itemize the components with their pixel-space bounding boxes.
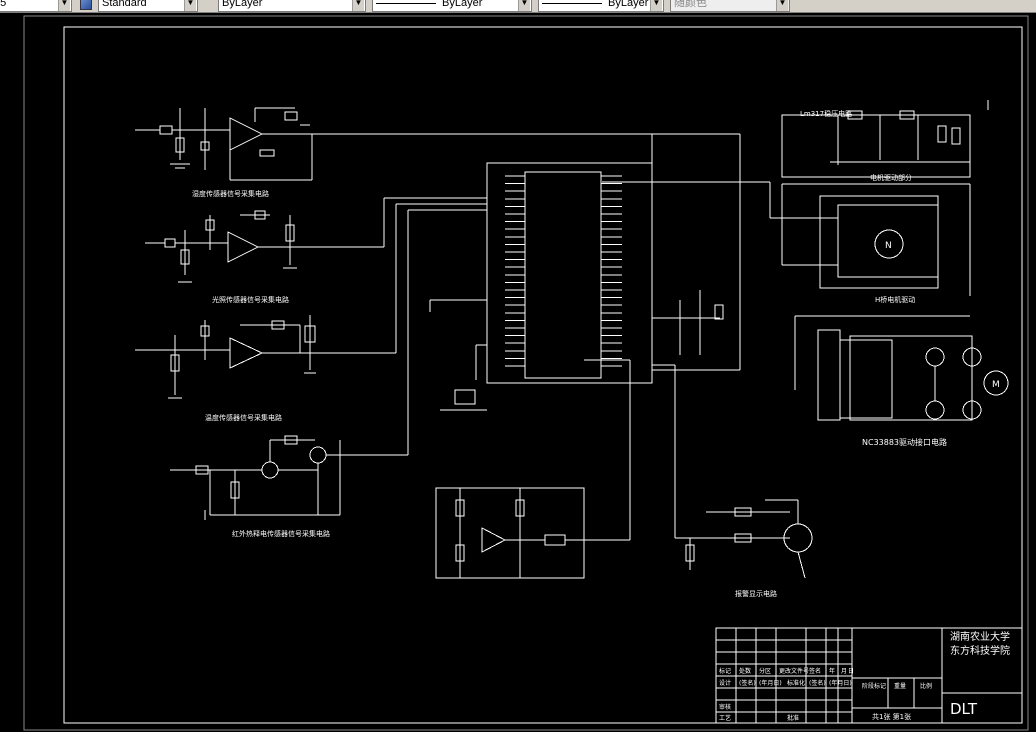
title-scale-label: 比例 xyxy=(920,682,932,690)
title-cell-row1: 分区 xyxy=(759,667,771,675)
title-cell-row1: 日 xyxy=(848,668,854,675)
title-stage-label: 阶段标记 xyxy=(862,682,886,690)
title-weight-label: 重量 xyxy=(894,682,906,690)
layer-dropdown[interactable]: ByLayer ▼ xyxy=(218,0,366,12)
label-sensor4: 温度传感器信号采集电路 xyxy=(205,413,282,422)
drawing-canvas[interactable]: 湿度传感器信号采集电路 光照传感器信号采集电路 温度传感器信号采集电路 红外热释… xyxy=(0,13,1036,732)
lineweight-value: ByLayer xyxy=(608,0,649,9)
chevron-down-icon[interactable]: ▼ xyxy=(776,0,788,11)
title-cell-row4: 工艺 xyxy=(719,714,731,722)
title-cell-row2: (签名) xyxy=(739,679,756,687)
plotstyle-dropdown[interactable]: 随颜色 ▼ xyxy=(670,0,790,12)
sensor-circuit-2 xyxy=(145,197,487,283)
title-cell-row1: 月 xyxy=(841,668,847,675)
chevron-down-icon[interactable]: ▼ xyxy=(184,0,196,11)
regulator-circuit xyxy=(781,100,989,178)
label-motor-m: M xyxy=(992,380,1000,390)
title-cell-row2: (签名) xyxy=(809,679,826,687)
alarm-display xyxy=(652,364,813,579)
label-alarm: 报警显示电路 xyxy=(735,589,777,598)
title-code: DLT xyxy=(950,700,978,718)
title-cell-row3: 审核 xyxy=(719,703,731,711)
label-regulator-top: 电机驱动部分 xyxy=(870,173,912,182)
label-regulator: Lm317稳压电路 xyxy=(800,109,852,118)
title-cell-row1: 更改文件号 xyxy=(779,667,809,675)
label-sensor2: 光照传感器信号采集电路 xyxy=(212,295,289,304)
title-cell-row2: 标准化 xyxy=(787,679,805,687)
label-driver-chip: NC33883驱动接口电路 xyxy=(862,437,947,447)
title-sheet: 共1张 第1张 xyxy=(872,712,911,721)
linetype-value: ByLayer xyxy=(442,0,483,9)
plotstyle-value: 随颜色 xyxy=(674,0,707,9)
power-section xyxy=(651,134,741,371)
title-cell-row1: 签名 xyxy=(809,667,821,675)
chevron-down-icon[interactable]: ▼ xyxy=(518,0,530,11)
text-style-value: Standard xyxy=(102,0,147,9)
title-cell-row1: 处数 xyxy=(739,667,751,675)
oscillator xyxy=(429,299,487,411)
title-college: 东方科技学院 xyxy=(950,644,1010,657)
text-style-icon xyxy=(80,0,92,10)
layer-value: ByLayer xyxy=(222,0,263,9)
h-bridge xyxy=(602,181,971,390)
lineweight-dropdown[interactable]: ByLayer ▼ xyxy=(538,0,664,12)
linetype-dropdown[interactable]: ByLayer ▼ xyxy=(372,0,532,12)
label-sensor1: 湿度传感器信号采集电路 xyxy=(192,189,269,198)
mcu-chip xyxy=(486,162,653,384)
dimstyle-value: 25 xyxy=(0,0,7,9)
chevron-down-icon[interactable]: ▼ xyxy=(58,0,70,11)
title-cell-row1: 年 xyxy=(829,667,835,675)
text-style-dropdown[interactable]: Standard ▼ xyxy=(98,0,198,12)
label-motor-driver: H桥电机驱动 xyxy=(875,295,915,304)
drawing-frame xyxy=(63,26,1023,724)
title-cell-row2: (年月日) xyxy=(829,679,852,687)
sensor-circuit-3 xyxy=(135,203,487,399)
sensor-circuit-4 xyxy=(170,209,487,520)
title-cell-row2: (年月日) xyxy=(759,679,782,687)
dimstyle-dropdown[interactable]: 25 ▼ xyxy=(0,0,72,12)
title-school: 湖南农业大学 xyxy=(950,630,1010,643)
title-cell-row1: 标记 xyxy=(719,667,731,675)
properties-toolbar: 25 ▼ Standard ▼ ByLayer ▼ ByLayer ▼ ByLa… xyxy=(0,0,1036,13)
sheet-border xyxy=(23,15,1029,731)
chevron-down-icon[interactable]: ▼ xyxy=(650,0,662,11)
chevron-down-icon[interactable]: ▼ xyxy=(352,0,364,11)
title-cell-row4: 批准 xyxy=(787,714,799,722)
comparator-circuit xyxy=(435,359,631,579)
label-sensor5: 红外热释电传感器信号采集电路 xyxy=(232,529,330,538)
label-motor-n: N xyxy=(885,241,892,251)
sensor-circuit-1 xyxy=(135,107,740,181)
title-block: 湖南农业大学 东方科技学院 DLT 共1张 第1张 阶段标记 重量 比例 标记处… xyxy=(715,627,1023,724)
title-cell-row2: 设计 xyxy=(719,679,731,687)
driver-circuit xyxy=(817,329,1009,421)
